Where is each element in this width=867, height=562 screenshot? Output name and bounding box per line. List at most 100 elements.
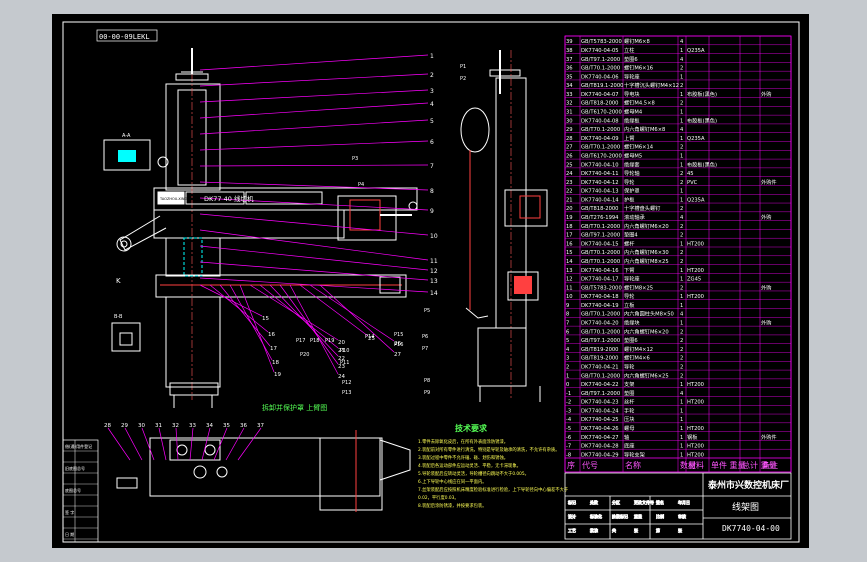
callout-right: 5	[430, 118, 434, 125]
bom-cell-no: 21	[566, 197, 573, 203]
bom-cell-name: 螺钉M6×14	[624, 143, 654, 151]
bom-cell-no: 20	[566, 206, 573, 212]
bom-cell-code: GB/T819-2000	[581, 356, 618, 362]
detail-box-1	[169, 439, 221, 461]
callout-bottom-left: 32	[172, 423, 179, 429]
bom-cell-note: 外购	[761, 319, 771, 327]
bom-header-cell: 数量	[680, 460, 696, 470]
bom-cell-no: 8	[566, 312, 569, 318]
bom-cell-name: 内六角螺钉M6×20	[624, 222, 669, 230]
tech-requirement-line: 0.02，平行度0.03。	[418, 494, 459, 501]
bom-cell-code: GB/T818-2000	[581, 101, 618, 107]
bom-cell-name: 导轮	[624, 362, 634, 370]
bom-cell-qty: 1	[680, 268, 683, 274]
bom-cell-material: HT200	[687, 452, 704, 458]
callout-bottom-left: 36	[240, 423, 247, 429]
title-block-frame	[564, 472, 792, 540]
bom-cell-name: 螺钉M8×25	[624, 283, 653, 291]
column-hidden	[183, 237, 203, 277]
bom-cell-code: DK7740-04-29	[581, 452, 619, 458]
bom-cell-qty: 1	[680, 153, 683, 159]
bom-cell-code: DK7740-04-26	[581, 426, 619, 432]
callout-side: P14	[365, 334, 374, 340]
bom-header-cell: 序	[567, 460, 575, 470]
bom-cell-code: DK7740-04-14	[581, 197, 619, 203]
bom-cell-qty: 2	[680, 206, 683, 212]
bom-cell-code: DK7740-04-05	[581, 48, 619, 54]
section-a-outline	[103, 139, 151, 171]
side-view	[460, 50, 548, 402]
bom-cell-name: 支架	[624, 380, 634, 388]
callout-right: 1	[430, 53, 434, 60]
bom-cell-code: GB/T70.1-2000	[581, 312, 620, 318]
bom-cell-no: 36	[566, 66, 573, 72]
bom-cell-material: PVC	[687, 180, 698, 186]
callout-leader	[299, 284, 369, 337]
section-a-label: A-A	[122, 133, 131, 139]
label-plate-2	[245, 191, 323, 205]
bom-cell-code: DK7740-04-11	[581, 171, 619, 177]
bom-cell-code: GB/T97.1-2000	[581, 338, 620, 344]
bom-cell-name: 螺钉M6×8	[624, 37, 650, 45]
bom-cell-name: 垫圈6	[624, 336, 638, 344]
drawing-stamp-text: 00-00-09LEKL	[99, 33, 150, 41]
bom-cell-no: 28	[566, 136, 573, 142]
callout-right: 3	[430, 88, 434, 95]
bom-cell-qty: 2	[680, 373, 683, 379]
bom-cell-qty: 1	[680, 189, 683, 195]
bom-cell-name: 内六角螺钉M6×8	[624, 125, 665, 133]
bom-cell-qty: 1	[680, 417, 683, 423]
callout-side: P10	[340, 348, 349, 354]
bom-cell-no: 6	[566, 329, 569, 335]
bom-cell-code: DK7740-04-28	[581, 444, 619, 450]
title-small-label: 设计	[568, 513, 576, 519]
title-small-label: 第	[656, 527, 660, 533]
tech-requirements-list: 1.零件去除氧化皮后，在所有外表面涂防锈漆。2.装配前对所有零件进行清洗，特别是…	[418, 438, 569, 509]
section-a-nut	[157, 156, 169, 168]
title-small-label: 批准	[590, 527, 598, 533]
strip-label: 日 期	[65, 531, 74, 537]
main-label-left: TAOZHOU-XINGS	[159, 197, 190, 201]
bom-cell-code: GB/T70.1-2000	[581, 66, 620, 72]
callout-leader	[259, 284, 339, 349]
callout-side: P1	[460, 64, 466, 70]
detail-small-box	[116, 477, 138, 489]
callout-right: 9	[430, 208, 434, 215]
bom-cell-qty: 2	[680, 145, 683, 151]
side-lower-wheel	[514, 276, 532, 294]
side-handwheel	[489, 69, 521, 77]
tech-requirement-line: 8.装配后涂防锈漆，并按要求包装。	[418, 502, 487, 509]
callout-bottom: 15	[262, 316, 269, 322]
title-small-label: 工艺	[568, 528, 576, 533]
bom-cell-qty: 1	[680, 321, 683, 327]
callout-leader	[199, 140, 429, 151]
detail-head-block	[319, 437, 383, 511]
bom-cell-name: 滚动轴承	[624, 213, 646, 221]
bom-cell-name: 绝缘块	[624, 319, 640, 327]
bom-cell-code: DK7740-04-23	[581, 400, 619, 406]
callout-side: P20	[300, 352, 309, 358]
side-upper-wheel	[519, 195, 541, 219]
bom-cell-code: DK7740-04-24	[581, 408, 619, 414]
bom-cell-name: 手轮	[624, 406, 634, 414]
bom-cell-no: 11	[566, 285, 573, 291]
bom-cell-qty: 1	[680, 48, 683, 54]
bom-cell-code: DK7740-04-19	[581, 303, 619, 309]
callout-bottom: 27	[394, 352, 401, 358]
section-b-detail	[111, 322, 141, 352]
callout-leader	[141, 427, 155, 461]
bom-cell-no: 24	[566, 171, 573, 177]
bom-cell-qty: 1	[680, 444, 683, 450]
bom-cell-material: ZG45	[687, 277, 701, 283]
bom-cell-qty: 2	[680, 285, 683, 291]
bom-cell-material: Q235A	[687, 136, 705, 142]
bom-cell-note: 外购件	[761, 433, 777, 441]
bom-cell-qty: 1	[680, 92, 683, 98]
callout-side: P13	[342, 390, 351, 396]
callout-bottom: 16	[268, 332, 275, 338]
bom-cell-name: 立柱	[624, 46, 634, 54]
callout-bottom: 24	[338, 374, 345, 380]
callout-right: 2	[430, 72, 434, 79]
bom-cell-no: 30	[566, 118, 573, 124]
